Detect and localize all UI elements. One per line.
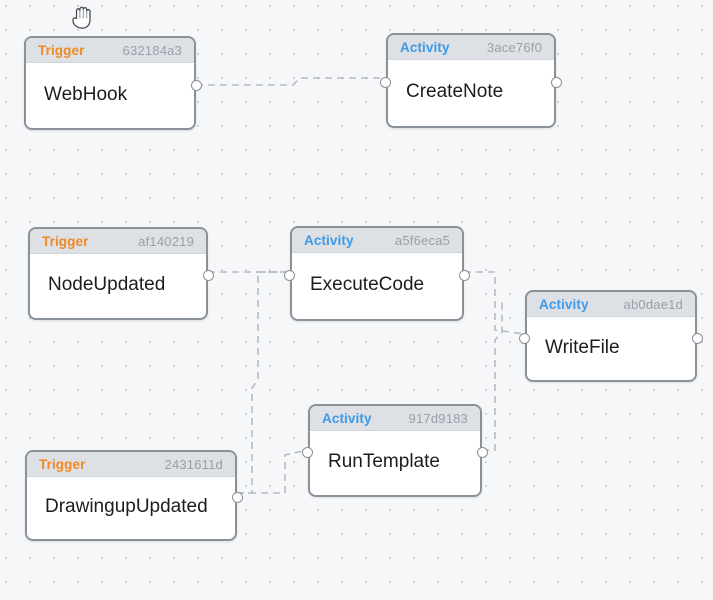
node-kind-label: Trigger	[42, 233, 89, 249]
node-header: Trigger 632184a3	[26, 38, 194, 63]
edge-executecode-in-to-drawingup-out	[237, 271, 290, 494]
node-body: CreateNote	[388, 60, 554, 125]
node-id-label: ab0dae1d	[623, 296, 683, 312]
node-header: Activity ab0dae1d	[527, 292, 695, 317]
port-out-createnote[interactable]	[551, 77, 562, 88]
node-header: Activity 917d9183	[310, 406, 480, 431]
node-title: WriteFile	[545, 336, 620, 358]
node-id-label: 632184a3	[122, 42, 182, 58]
port-out-executecode[interactable]	[459, 270, 470, 281]
node-kind-label: Trigger	[39, 456, 86, 472]
port-in-writefile[interactable]	[519, 333, 530, 344]
node-header: Trigger af140219	[30, 229, 206, 254]
node-kind-label: Activity	[304, 232, 354, 248]
node-id-label: 917d9183	[408, 410, 468, 426]
node-header: Activity 3ace76f0	[388, 35, 554, 60]
node-body: NodeUpdated	[30, 254, 206, 317]
edge-webhook-to-createnote	[196, 77, 386, 86]
node-title: ExecuteCode	[310, 274, 425, 296]
port-out-drawingupupdated[interactable]	[232, 492, 243, 503]
port-in-runtemplate[interactable]	[302, 447, 313, 458]
node-kind-label: Activity	[539, 296, 589, 312]
node-body: WriteFile	[527, 317, 695, 379]
node-id-label: 3ace76f0	[486, 39, 542, 55]
node-body: WebHook	[26, 63, 194, 127]
port-in-createnote[interactable]	[380, 77, 391, 88]
node-title: WebHook	[44, 83, 128, 105]
node-header: Activity a5f6eca5	[292, 228, 462, 253]
node-title: RunTemplate	[328, 451, 440, 473]
edge-drawingup-to-runtemplate	[237, 449, 309, 494]
node-id-label: 2431611d	[164, 456, 223, 472]
node-body: ExecuteCode	[292, 253, 462, 318]
edge-runtemplate-to-writefile	[482, 300, 503, 451]
port-out-writefile[interactable]	[692, 333, 703, 344]
node-title: NodeUpdated	[48, 274, 166, 296]
node-title: DrawingupUpdated	[45, 496, 208, 518]
node-id-label: af140219	[138, 233, 194, 249]
port-out-runtemplate[interactable]	[477, 447, 488, 458]
port-out-nodeupdated[interactable]	[203, 270, 214, 281]
node-body: DrawingupUpdated	[27, 477, 235, 538]
node-title: CreateNote	[406, 81, 504, 103]
grab-hand-cursor	[72, 6, 91, 29]
node-body: RunTemplate	[310, 431, 480, 494]
node-kind-label: Trigger	[38, 42, 85, 58]
node-kind-label: Activity	[400, 39, 450, 55]
node-header: Trigger 2431611d	[27, 452, 235, 477]
node-kind-label: Activity	[322, 410, 372, 426]
edge-executecode-to-writefile	[464, 271, 526, 335]
port-in-executecode[interactable]	[284, 270, 295, 281]
node-id-label: a5f6eca5	[394, 232, 450, 248]
port-out-webhook[interactable]	[191, 80, 202, 91]
